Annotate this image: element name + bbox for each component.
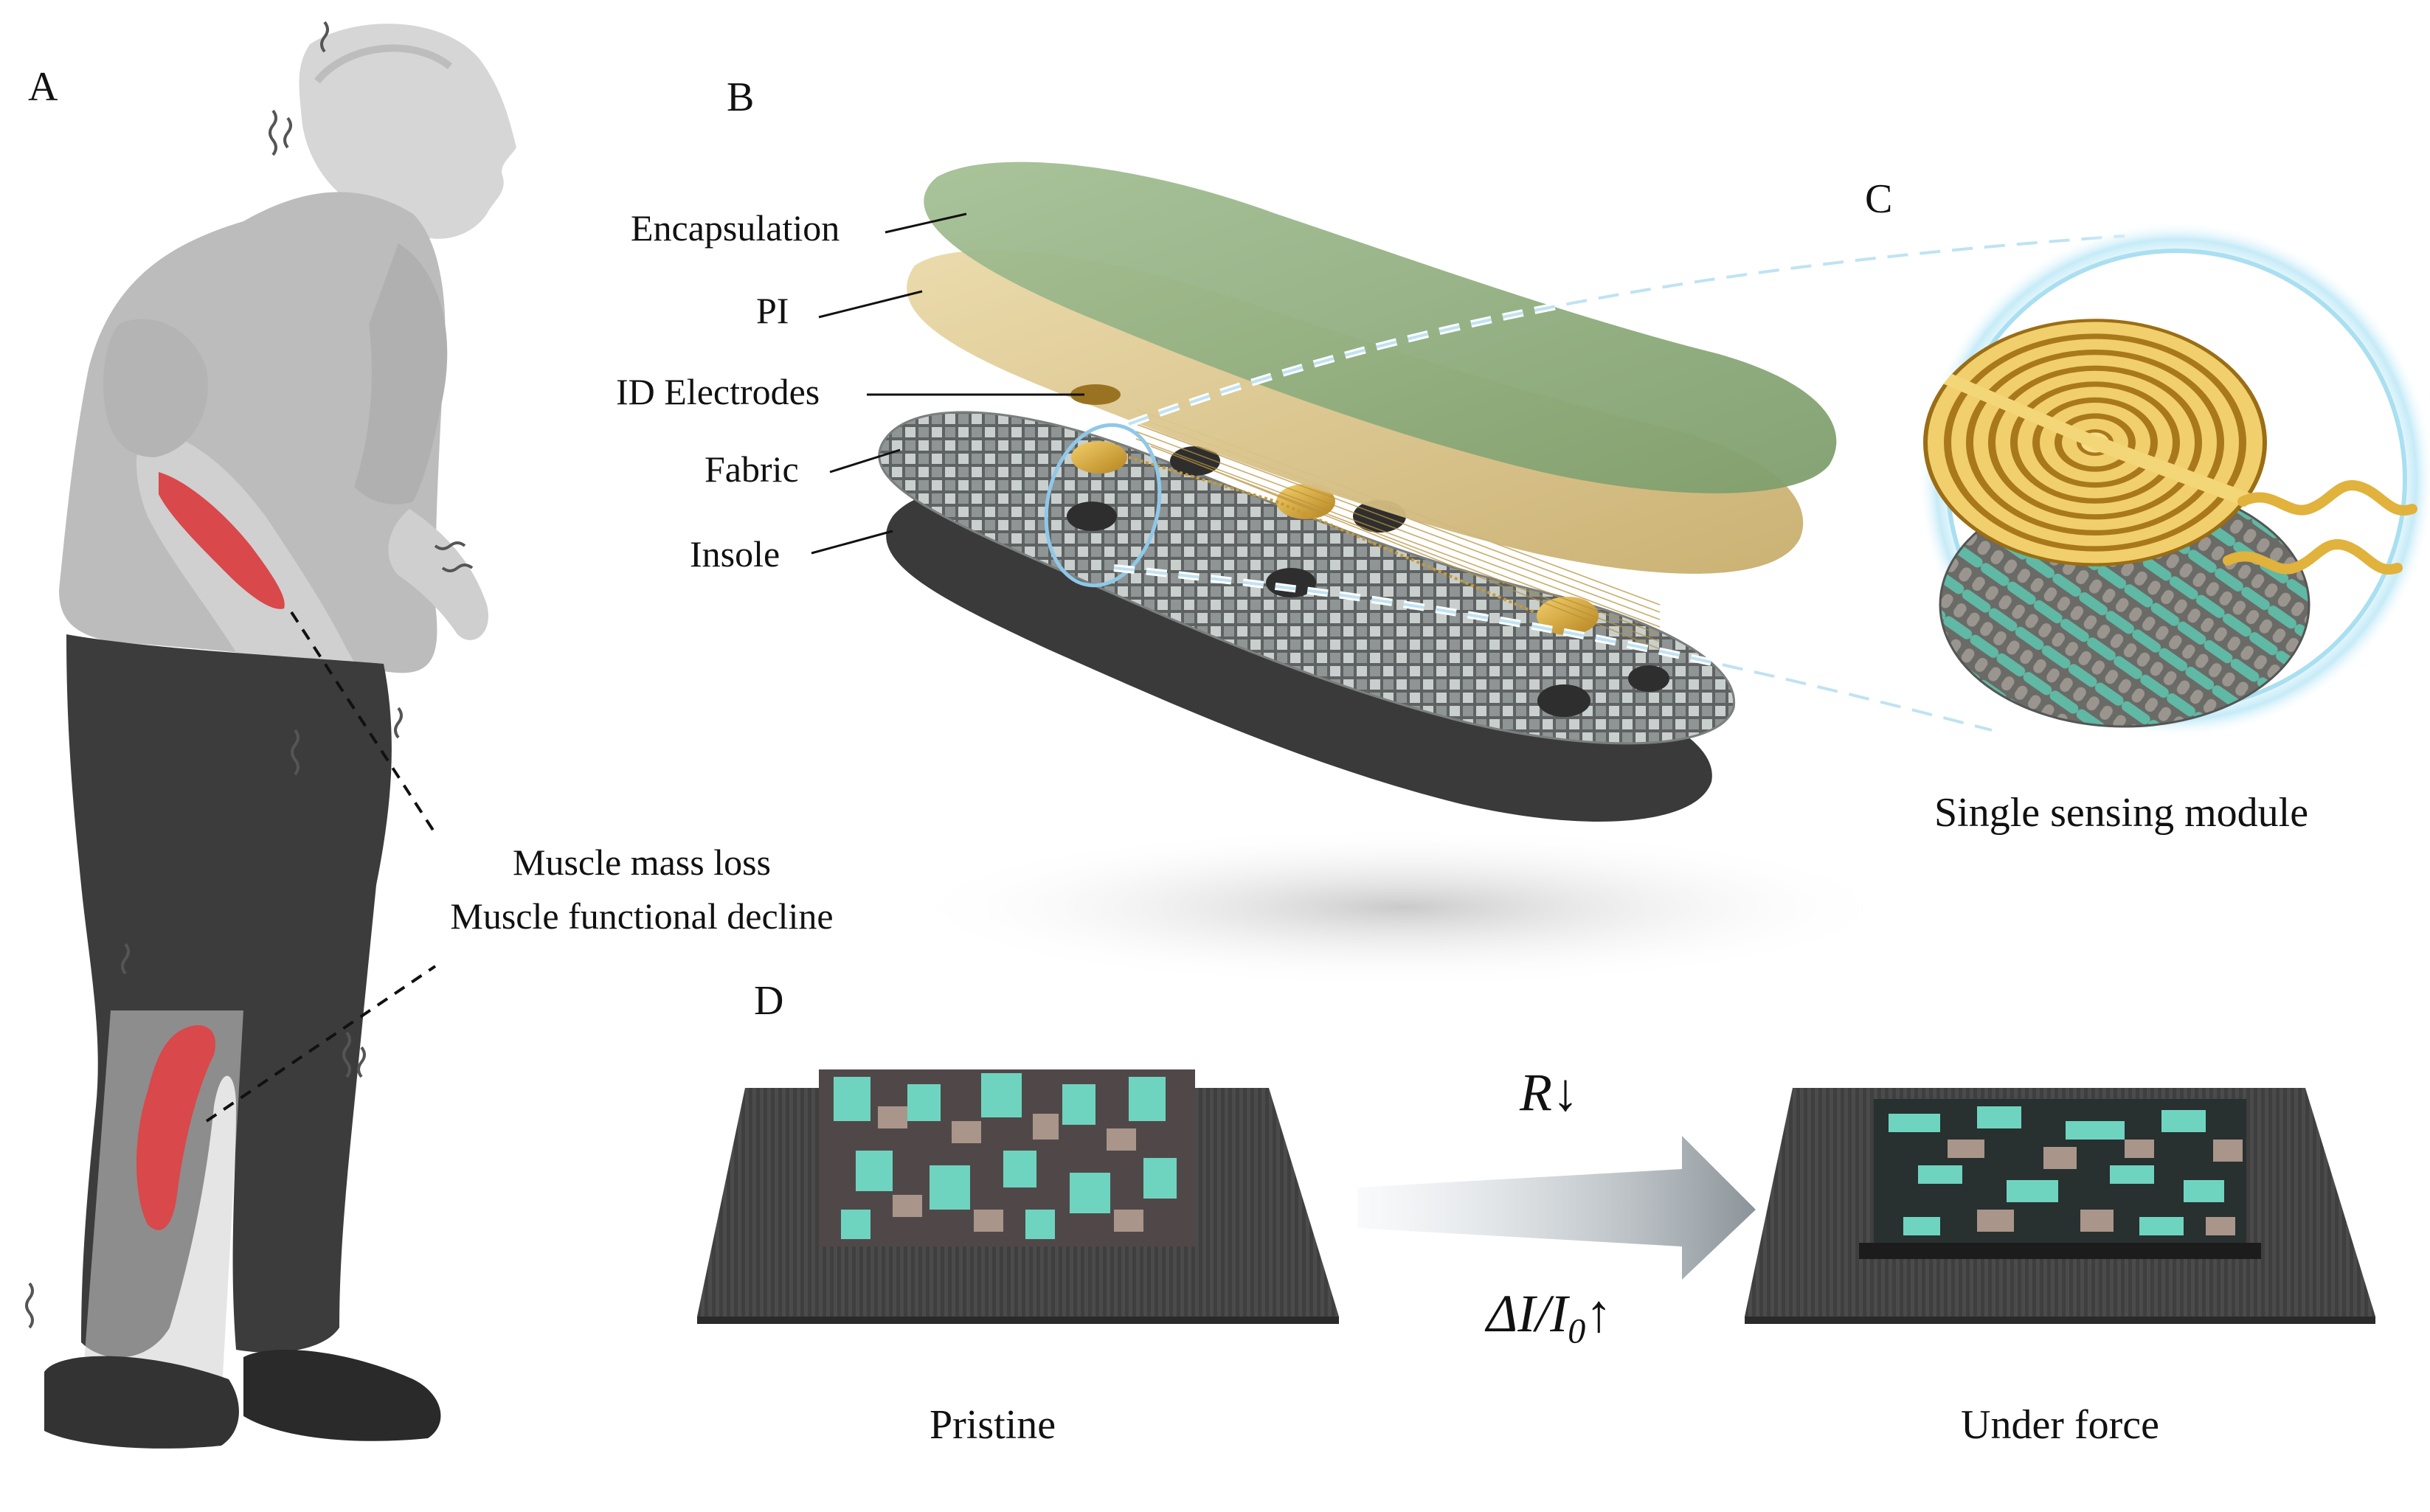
under-force-sample <box>1745 1088 2375 1324</box>
arm-muscle <box>159 472 285 609</box>
pristine-fabric-block <box>819 1069 1195 1246</box>
elderly-person-illustration <box>25 21 516 1449</box>
label-fabric: Fabric <box>705 448 799 490</box>
caption-single-sensing-module: Single sensing module <box>1934 790 2309 836</box>
panel-label-b: B <box>727 74 755 120</box>
person-shoe-right <box>243 1350 441 1441</box>
formula-sub: 0 <box>1568 1311 1586 1351</box>
under-force-fabric-block <box>1859 1099 2261 1259</box>
panel-label-a: A <box>28 64 58 110</box>
tremor-marks <box>25 21 474 1329</box>
leader-line-arm <box>290 611 437 835</box>
formula-current: ΔI/I0↑ <box>1486 1283 1612 1351</box>
caption-pristine: Pristine <box>930 1402 1056 1448</box>
label-encapsulation: Encapsulation <box>631 207 840 249</box>
insole-stack <box>878 162 2125 988</box>
label-pi: PI <box>756 290 789 331</box>
leader-line-leg <box>205 965 437 1123</box>
formula-delta-i: ΔI/I <box>1486 1284 1568 1343</box>
panel-label-c: C <box>1865 176 1893 222</box>
encapsulation-layer <box>924 162 1837 493</box>
formula-r: R <box>1520 1063 1552 1122</box>
highlight-circle <box>1044 423 1162 588</box>
caption-under-force: Under force <box>1961 1402 2159 1448</box>
person-shirt <box>59 192 446 673</box>
leg-muscle <box>136 1025 215 1230</box>
electrode-lead-lower <box>2223 539 2403 575</box>
pristine-sample <box>697 1069 1339 1324</box>
sensing-module-zoom <box>1918 221 2430 738</box>
electrode-lead-upper <box>2237 480 2417 516</box>
panel-label-d: D <box>754 978 784 1024</box>
layer-leader-lines <box>811 212 1084 555</box>
formula-r-arrow: ↓ <box>1551 1063 1579 1122</box>
muscle-text-line2: Muscle functional decline <box>450 895 834 937</box>
connection-wires <box>1135 409 1661 650</box>
muscle-text-line1: Muscle mass loss <box>513 842 771 883</box>
formula-di-arrow: ↑ <box>1585 1284 1613 1343</box>
transition-arrow <box>1357 1136 1756 1280</box>
person-shoe-left <box>44 1356 239 1449</box>
label-insole: Insole <box>690 533 780 575</box>
formula-resistance: R↓ <box>1520 1062 1579 1123</box>
floor-shadow <box>900 826 1903 988</box>
id-electrode <box>1070 384 1121 405</box>
person-head <box>299 24 516 239</box>
label-id-electrodes: ID Electrodes <box>616 371 820 412</box>
interdigitated-electrode <box>1923 319 2267 566</box>
